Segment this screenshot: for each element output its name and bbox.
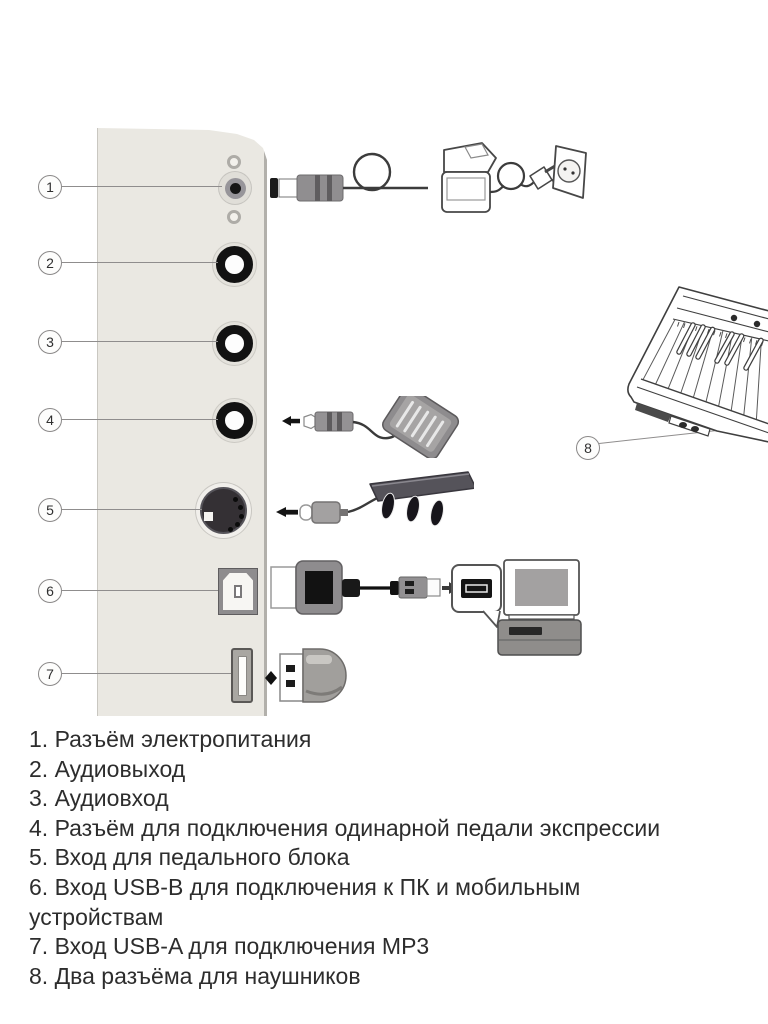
black-keys (676, 322, 764, 371)
headphone-jack-icon (691, 426, 699, 432)
legend: 1. Разъём электропитания 2. Аудиовыход 3… (29, 725, 744, 991)
legend-item-1: 1. Разъём электропитания (29, 726, 312, 752)
leader-line-7 (62, 673, 231, 674)
cable-joint (390, 581, 399, 595)
screw-icon (227, 155, 241, 169)
power-cable (519, 181, 535, 188)
screw-icon (227, 210, 241, 224)
callout-6: 6 (38, 579, 62, 603)
keyboard-illustration (627, 286, 768, 443)
key-front-band (636, 386, 768, 434)
headphone-jack-plate (668, 415, 711, 437)
usb-port-callout-bubble (451, 564, 502, 628)
expression-pedal (382, 396, 460, 458)
keyboard-body (627, 286, 768, 443)
knob-icon (753, 320, 761, 328)
expression-pedal-illustration (282, 396, 460, 458)
legend-item-4: 4. Разъём для подключения одинарной педа… (29, 814, 661, 841)
din-plug-body (311, 501, 348, 524)
computer-system-unit (497, 619, 582, 656)
usb-a-plug (398, 576, 441, 599)
cable-loop (496, 161, 526, 191)
underside-recess (635, 403, 671, 422)
callout-3-number: 3 (46, 334, 54, 350)
callout-8: 8 (576, 436, 600, 460)
pedal-unit-bar (369, 471, 474, 502)
dc-plug-barrel (278, 178, 298, 198)
usb-b-port (218, 568, 258, 615)
leader-line-3 (62, 341, 218, 342)
usb-b-plug (295, 560, 360, 615)
callout-5: 5 (38, 498, 62, 522)
pedal-unit-din-socket (200, 487, 247, 534)
phone-plug-body (314, 411, 354, 432)
headphone-jack-icon (679, 422, 687, 428)
pedal-unit-illustration (276, 471, 474, 527)
knob-icon (730, 314, 738, 322)
audio-out-jack (216, 246, 253, 283)
ac-adapter-box (441, 142, 497, 213)
usb-a-port (231, 648, 253, 703)
left-arrow-icon (276, 507, 298, 517)
pedal-icon (430, 499, 444, 527)
legend-item-6: 6. Вход USB-B для подключения к ПК и моб… (29, 873, 581, 930)
power-cable (489, 185, 505, 194)
white-keys (642, 319, 762, 420)
phone-plug-tip (303, 413, 316, 430)
left-arrow-icon (265, 671, 277, 685)
leader-line-5 (62, 509, 202, 510)
left-arrow-icon (282, 416, 300, 426)
din-plug-ring (299, 504, 313, 521)
expression-pedal-jack (216, 402, 253, 439)
callout-5-number: 5 (46, 502, 54, 518)
legend-item-2: 2. Аудиовыход (29, 755, 186, 782)
flash-drive-illustration (265, 648, 347, 703)
usb-to-computer-illustration (270, 559, 582, 656)
leader-line-1 (62, 186, 222, 187)
pedal-icon (406, 495, 420, 523)
dc-plug-tip (270, 178, 278, 198)
callout-7: 7 (38, 662, 62, 686)
legend-item-3: 3. Аудиовход (29, 785, 169, 812)
callout-8-number: 8 (584, 440, 592, 456)
legend-item-8: 8. Два разъёма для наушников (29, 962, 361, 989)
callout-4-number: 4 (46, 412, 54, 428)
callout-3: 3 (38, 330, 62, 354)
callout-7-number: 7 (46, 666, 54, 682)
power-adapter-illustration (270, 142, 587, 213)
legend-item-5: 5. Вход для педального блока (29, 844, 350, 871)
wall-outlet (552, 145, 587, 199)
leader-line-4 (62, 419, 218, 420)
callout-2-number: 2 (46, 255, 54, 271)
cable-loop (352, 152, 392, 192)
callout-2: 2 (38, 251, 62, 275)
key-front-edge (640, 378, 768, 425)
leader-line-2 (62, 262, 218, 263)
callout-1-number: 1 (46, 179, 54, 195)
control-strip (672, 295, 768, 342)
power-jack (219, 172, 251, 204)
computer-monitor (503, 559, 580, 620)
callout-6-number: 6 (46, 583, 54, 599)
usb-b-shell-outline (270, 566, 297, 609)
dc-plug-body (296, 174, 344, 202)
pedal-icon (381, 492, 395, 520)
legend-item-7: 7. Вход USB-A для подключения MP3 (29, 933, 430, 960)
leader-line-6 (62, 590, 218, 591)
audio-in-jack (216, 325, 253, 362)
callout-4: 4 (38, 408, 62, 432)
flash-drive-body (302, 648, 347, 703)
flash-drive-connector (279, 653, 304, 702)
callout-1: 1 (38, 175, 62, 199)
